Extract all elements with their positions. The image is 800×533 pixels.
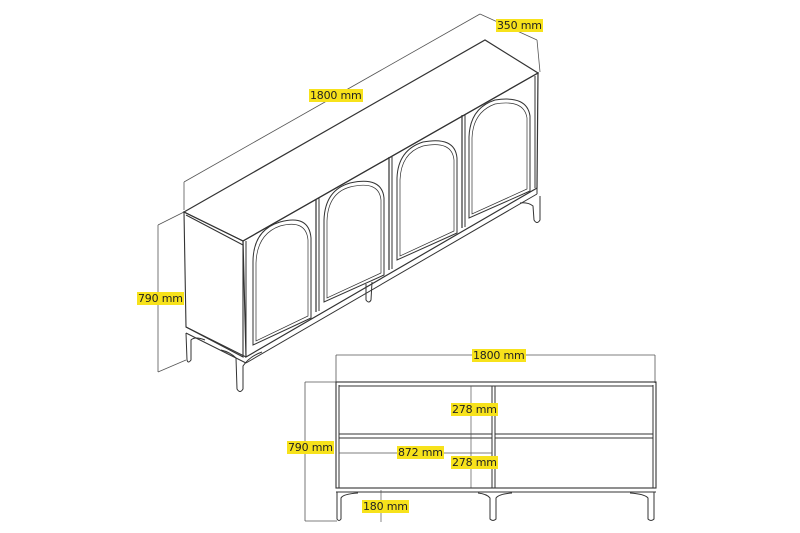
perspective-width-label: 1800 mm xyxy=(309,89,363,102)
perspective-view xyxy=(157,13,541,392)
compartment-width-label: 872 mm xyxy=(397,446,444,459)
perspective-height-label: 790 mm xyxy=(137,292,184,305)
front-view xyxy=(304,354,657,522)
shelf-height-upper-label: 278 mm xyxy=(451,403,498,416)
shelf-height-lower-label: 278 mm xyxy=(451,456,498,469)
front-height-label: 790 mm xyxy=(287,441,334,454)
front-width-label: 1800 mm xyxy=(472,349,526,362)
leg-height-label: 180 mm xyxy=(362,500,409,513)
perspective-depth-label: 350 mm xyxy=(496,19,543,32)
